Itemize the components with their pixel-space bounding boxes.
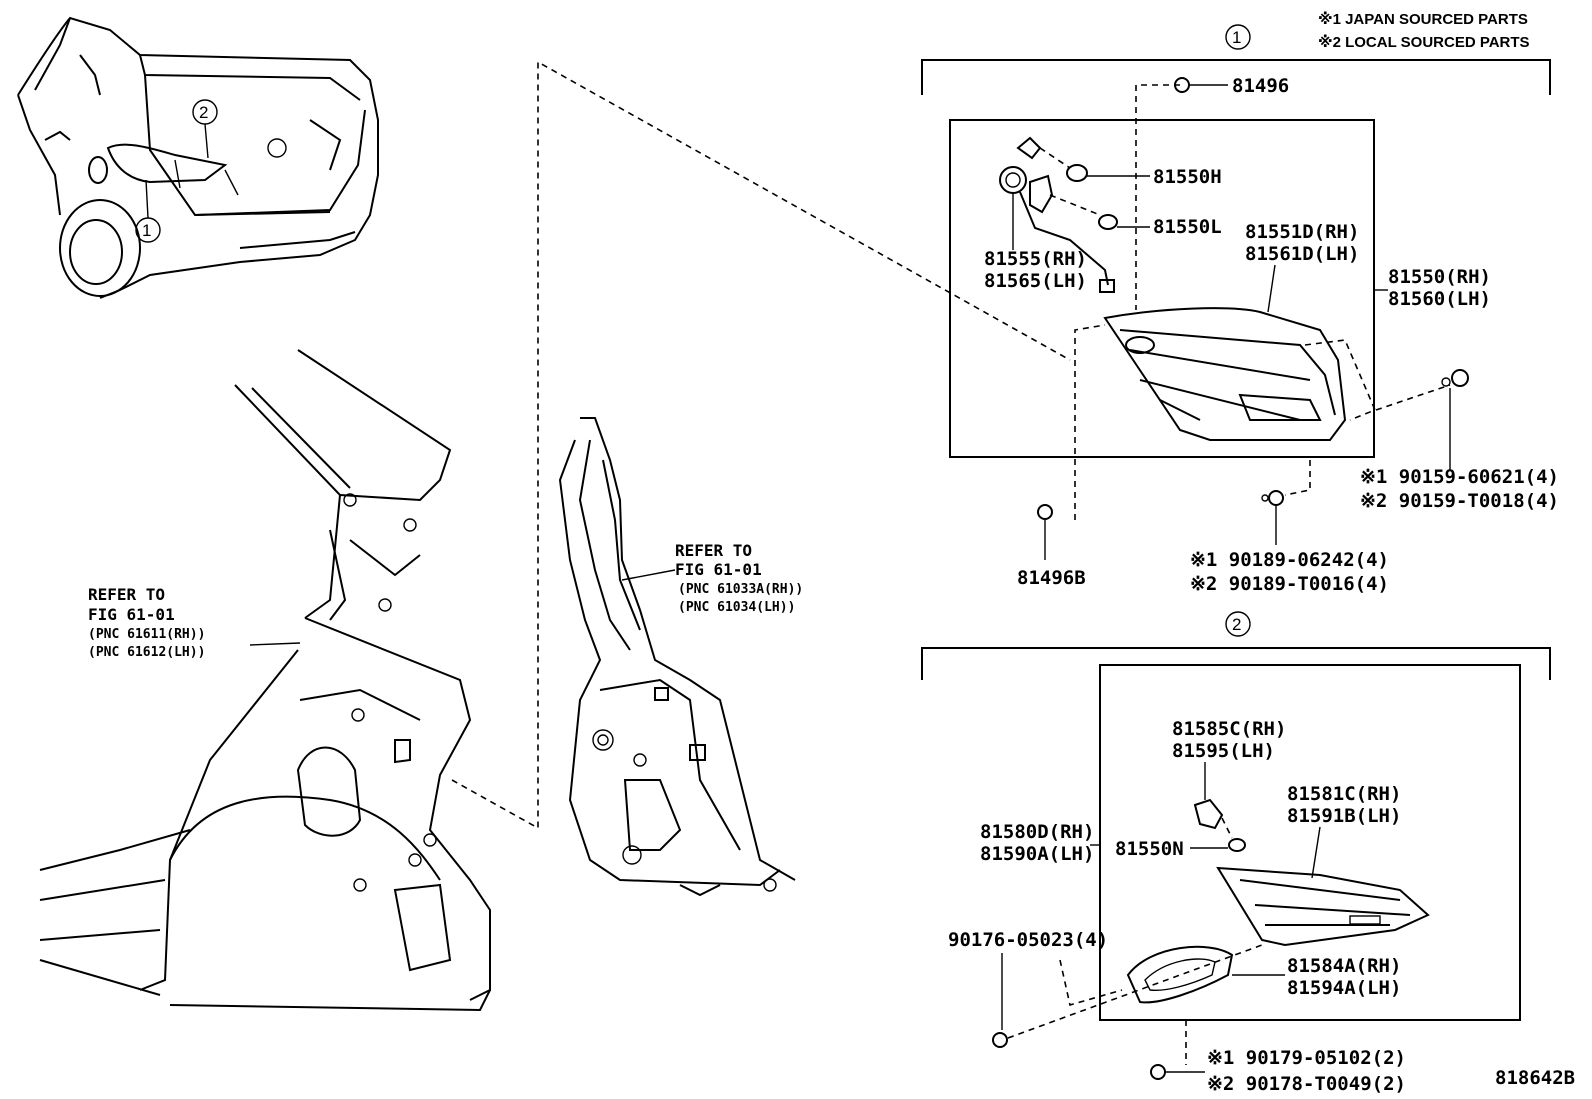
clip-81496B-icon: [1037, 504, 1053, 520]
quarter-panel-reference: REFER TO FIG 61-01 (PNC 61611(RH)) (PNC …: [88, 585, 301, 660]
group-2-detail-box: [1099, 664, 1521, 1021]
label-81496: 81496: [1232, 75, 1289, 97]
group-2-marker: 2: [1232, 615, 1241, 634]
group-2-marker-circle: [1225, 611, 1251, 637]
legend-local-sourced: ※2 LOCAL SOURCED PARTS: [1318, 33, 1530, 51]
label-81581C-rh: 81581C(RH): [1287, 783, 1401, 805]
label-81595-lh: 81595(LH): [1172, 740, 1275, 762]
label-81550L: 81550L: [1153, 216, 1222, 238]
pillar-ref-pnc-rh: (PNC 61033A(RH)): [678, 582, 803, 597]
bolt-icon: [1451, 369, 1469, 387]
label-81590A-lh: 81590A(LH): [980, 843, 1094, 865]
quarter-ref-pnc-lh: (PNC 61612(LH)): [88, 645, 205, 660]
label-81594A-lh: 81594A(LH): [1287, 977, 1401, 999]
label-81496B: 81496B: [1017, 567, 1086, 589]
label-nut-japan: ※1 90189-06242(4): [1190, 549, 1389, 571]
label-81584A-rh: 81584A(RH): [1287, 955, 1401, 977]
diagram-id: 818642B: [1495, 1067, 1575, 1089]
quarter-panel-illustration: [39, 349, 491, 1012]
group-1-rear-combination-lamp: 1 81496 81550H 81550L: [921, 24, 1559, 595]
group-1-marker: 1: [1232, 28, 1241, 47]
label-81560-lh: 81560(LH): [1388, 288, 1491, 310]
label-81565-lh: 81565(LH): [984, 270, 1087, 292]
group-1-detail-box: [949, 119, 1375, 458]
label-81550-rh: 81550(RH): [1388, 266, 1491, 288]
label-clip-90176: 90176-05023(4): [948, 929, 1108, 951]
nut-icon: [1268, 490, 1284, 506]
nut-90179-icon: [1150, 1064, 1166, 1080]
label-81550N: 81550N: [1115, 838, 1184, 860]
callout-2: 2: [199, 103, 208, 122]
group-2-back-door-lamp: 2 81585C(RH) 81595(LH) 81581C(RH) 81591B…: [921, 611, 1551, 1095]
label-nut2-local: ※2 90178-T0049(2): [1207, 1073, 1406, 1095]
clip-90176-icon: [992, 1032, 1008, 1048]
label-81555-rh: 81555(RH): [984, 248, 1087, 270]
label-bolt-japan: ※1 90159-60621(4): [1360, 466, 1559, 488]
label-nut2-japan: ※1 90179-05102(2): [1207, 1047, 1406, 1069]
pillar-ref-line1: REFER TO: [675, 541, 752, 560]
group-1-marker-circle: [1225, 24, 1251, 50]
label-81585C-rh: 81585C(RH): [1172, 718, 1286, 740]
pillar-reference: REFER TO FIG 61-01 (PNC 61033A(RH)) (PNC…: [621, 541, 803, 615]
pillar-ref-pnc-lh: (PNC 61034(LH)): [678, 600, 795, 615]
quarter-ref-line1: REFER TO: [88, 585, 165, 604]
label-81550H: 81550H: [1153, 166, 1222, 188]
quarter-ref-line2: FIG 61-01: [88, 605, 175, 624]
legend-japan-sourced: ※1 JAPAN SOURCED PARTS: [1318, 10, 1528, 28]
label-81561D-lh: 81561D(LH): [1245, 243, 1359, 265]
legend: ※1 JAPAN SOURCED PARTS ※2 LOCAL SOURCED …: [1318, 10, 1530, 51]
pillar-ref-line2: FIG 61-01: [675, 560, 762, 579]
pillar-illustration: [558, 417, 796, 897]
callout-1: 1: [142, 221, 151, 240]
label-bolt-local: ※2 90159-T0018(4): [1360, 490, 1559, 512]
label-nut-local: ※2 90189-T0016(4): [1190, 573, 1389, 595]
car-rear-view-illustration: 2 1: [17, 16, 379, 299]
label-81580D-rh: 81580D(RH): [980, 821, 1094, 843]
quarter-ref-pnc-rh: (PNC 61611(RH)): [88, 627, 205, 642]
label-81551D-rh: 81551D(RH): [1245, 221, 1359, 243]
label-81591B-lh: 81591B(LH): [1287, 805, 1401, 827]
